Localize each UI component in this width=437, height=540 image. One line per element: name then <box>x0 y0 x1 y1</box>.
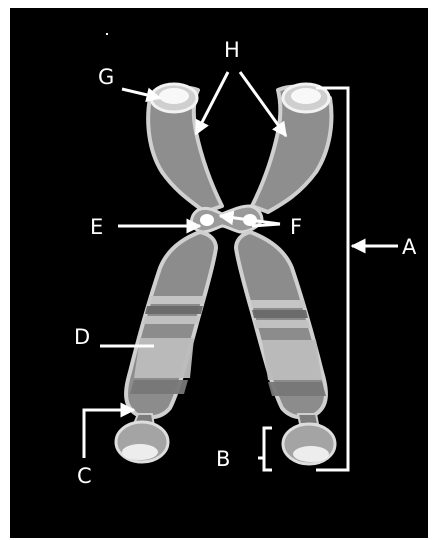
label-b: B <box>216 447 230 471</box>
speck <box>106 33 108 35</box>
label-h: H <box>224 38 240 62</box>
label-f: F <box>290 215 302 239</box>
label-d: D <box>74 325 90 349</box>
label-a: A <box>402 235 417 259</box>
pointer-h-left <box>196 72 228 134</box>
satellite-stalk-right <box>298 414 318 424</box>
label-e: E <box>90 215 103 239</box>
pointer-c <box>84 410 122 458</box>
label-g: G <box>98 65 114 89</box>
chromosome <box>116 84 335 464</box>
bracket-b <box>264 428 272 470</box>
label-c: C <box>77 464 92 488</box>
